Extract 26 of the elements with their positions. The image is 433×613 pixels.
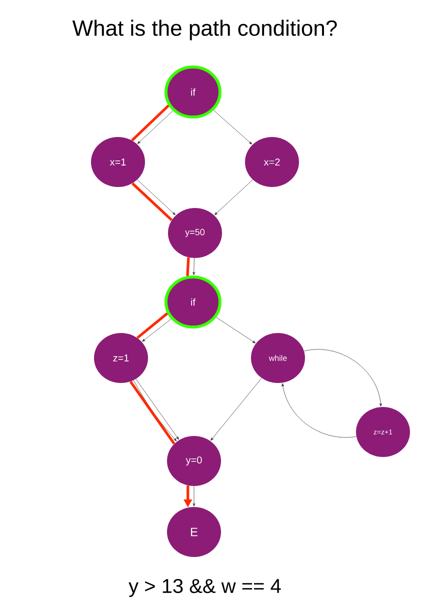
arrow xyxy=(137,180,176,216)
highlighted-path xyxy=(132,182,173,221)
decision-node: if xyxy=(164,276,222,328)
title: What is the path condition? xyxy=(72,20,337,40)
arrow xyxy=(210,378,262,441)
highlighted-path xyxy=(186,257,190,276)
arrow xyxy=(192,258,196,276)
state-node: y=50 xyxy=(168,208,222,258)
state-node: while xyxy=(251,333,305,383)
decision-node: if xyxy=(164,66,222,118)
arrow xyxy=(192,486,196,506)
state-node: z=1 xyxy=(94,333,148,383)
state-node: x=1 xyxy=(91,137,145,187)
state-node: y=0 xyxy=(167,436,221,486)
highlighted-path xyxy=(136,312,168,339)
state-node: x=2 xyxy=(245,137,299,187)
highlighted-path xyxy=(131,104,170,142)
arrow xyxy=(282,383,356,438)
arrow xyxy=(216,317,256,344)
caption: y > 13 && w == 4 xyxy=(128,578,281,598)
arrow xyxy=(214,180,253,216)
arrow xyxy=(142,318,172,342)
state-node: E xyxy=(167,507,221,557)
arrow xyxy=(213,110,252,144)
arrow xyxy=(304,349,382,406)
arrow xyxy=(137,110,174,144)
